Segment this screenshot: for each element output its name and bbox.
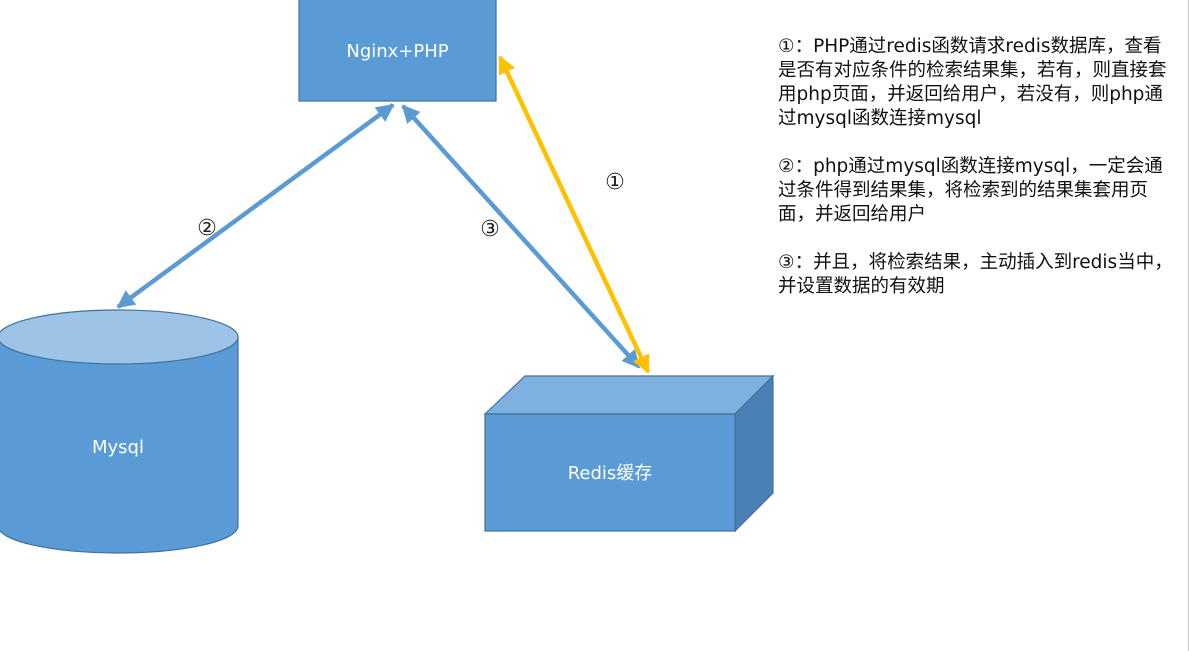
- nginx-php-label: Nginx+PHP: [346, 41, 448, 62]
- step-one-marker: ①: [605, 170, 625, 195]
- arrow-nginx-redis: [401, 104, 641, 369]
- step-three-marker: ③: [480, 217, 500, 242]
- note-step-three: ③：并且，将检索结果，主动插入到redis当中，并设置数据的有效期: [778, 252, 1173, 297]
- step-two-marker: ②: [197, 216, 217, 241]
- page-edge-divider: [1188, 0, 1189, 651]
- arrow-nginx-redis-request: [497, 55, 651, 374]
- note-step-two: ②：php通过mysql函数连接mysql，一定会通过条件得到结果集，将检索到的…: [778, 156, 1163, 225]
- mysql-database-node: Mysql: [0, 309, 239, 554]
- arrow-mysql-nginx: [116, 103, 395, 309]
- redis-cache-node: Redis缓存: [483, 374, 775, 533]
- explanation-notes: ①：PHP通过redis函数请求redis数据库，查看是否有对应条件的检索结果集…: [778, 35, 1173, 323]
- redis-label: Redis缓存: [568, 463, 653, 484]
- mysql-label: Mysql: [92, 437, 144, 458]
- note-step-one: ①：PHP通过redis函数请求redis数据库，查看是否有对应条件的检索结果集…: [778, 36, 1167, 129]
- nginx-php-node: Nginx+PHP: [298, 0, 497, 102]
